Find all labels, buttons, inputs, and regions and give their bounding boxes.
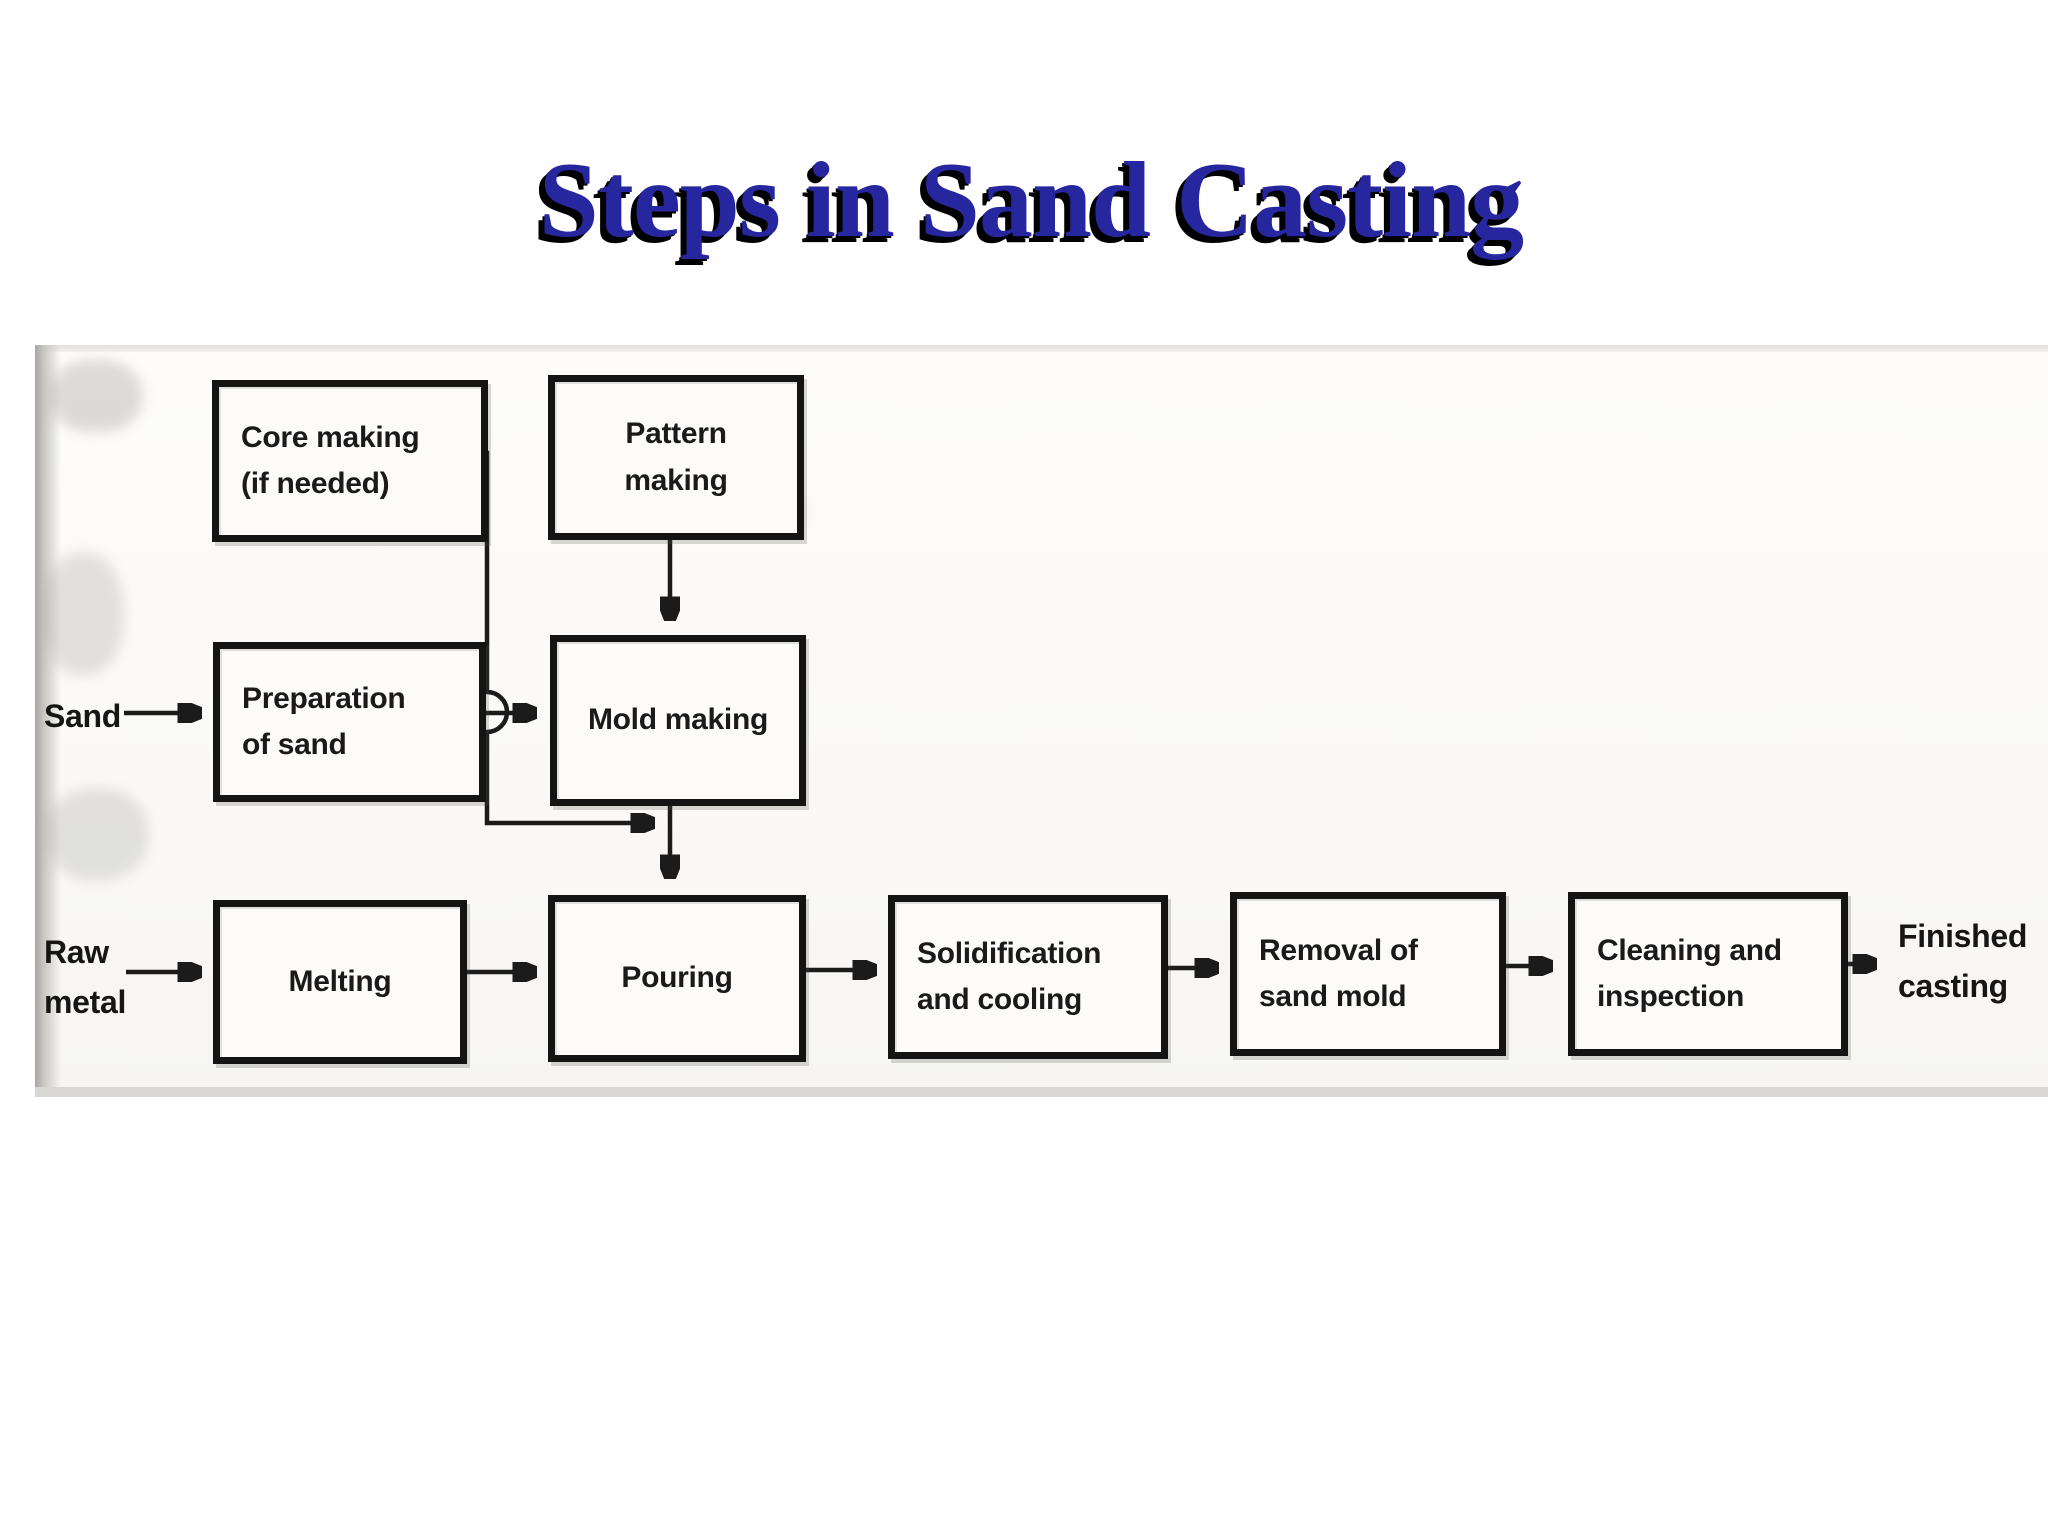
process-box-core-making: Core making(if needed)	[212, 380, 488, 542]
process-box-melting: Melting	[213, 900, 467, 1064]
process-box-label: Mold making	[587, 703, 769, 737]
edge-core-making-to-pouring	[450, 450, 650, 823]
process-box-pouring: Pouring	[548, 895, 806, 1062]
process-box-mold-making: Mold making	[550, 635, 806, 806]
scan-smudge	[46, 788, 148, 880]
process-box-label: Pouring	[621, 961, 733, 995]
scan-smudge	[50, 360, 142, 432]
paper-top-edge	[35, 345, 2048, 352]
paper-bottom-edge	[35, 1087, 2048, 1097]
scan-smudge	[42, 553, 124, 675]
paper-left-edge	[35, 345, 61, 1097]
terminal-label-sand: Sand	[44, 698, 122, 734]
process-box-label: Melting	[288, 964, 392, 998]
slide-title: Steps in Sand Casting	[538, 141, 1524, 260]
process-box-label: Core making(if needed)	[241, 420, 420, 501]
